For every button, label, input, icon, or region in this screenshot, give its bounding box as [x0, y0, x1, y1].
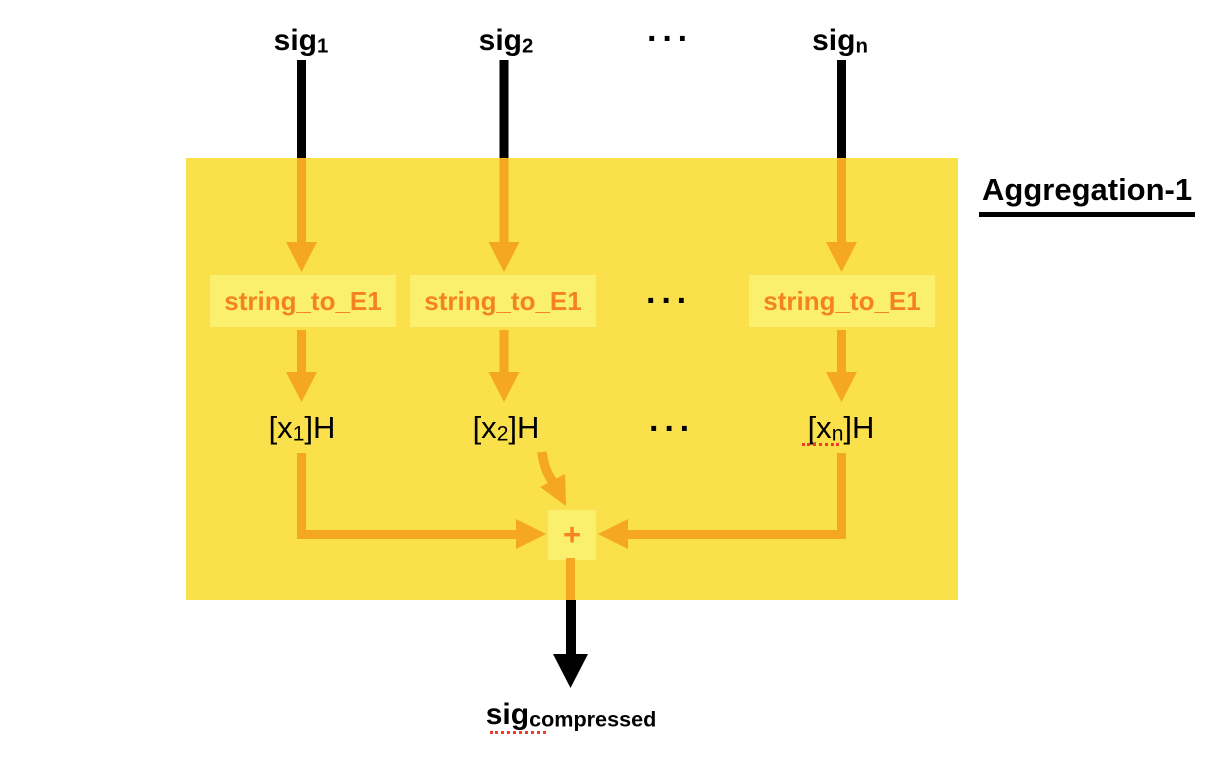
input-label-sign-sub: n: [855, 35, 868, 58]
diagram-title-wrap: Aggregation-1: [979, 172, 1196, 217]
spellcheck-underline-sig: [490, 731, 546, 734]
point-label-x2-sub: 2: [496, 422, 509, 446]
plus-aggregator-node: +: [548, 510, 596, 560]
point-label-x1: [x1]H: [268, 410, 336, 446]
input-label-sig2: sig2: [479, 24, 534, 58]
output-label-sig-compressed: sigcompressed: [486, 698, 657, 731]
ellipsis-points-row: ···: [649, 410, 695, 448]
hash-node-2: string_to_E1: [410, 275, 596, 327]
point-label-x1-post: ]H: [304, 410, 336, 445]
output-label-sub: compressed: [529, 706, 657, 732]
diagram-title: Aggregation-1: [979, 172, 1196, 217]
hash-node-2-label: string_to_E1: [424, 285, 582, 316]
point-label-xn-post: ]H: [843, 410, 875, 445]
output-label-base: sig: [485, 698, 530, 731]
hash-node-1: string_to_E1: [210, 275, 396, 327]
input-label-sig2-base: sig: [478, 24, 523, 57]
point-label-x1-sub: 1: [292, 422, 305, 446]
spellcheck-underline-xn: [802, 443, 839, 446]
input-label-sig2-sub: 2: [522, 35, 534, 58]
input-label-sign: sign: [812, 24, 868, 58]
plus-sign: +: [562, 517, 582, 552]
ellipsis-top: ···: [647, 20, 693, 58]
input-label-sig1-base: sig: [273, 24, 318, 57]
hash-node-3-label: string_to_E1: [763, 285, 921, 316]
point-label-x1-pre: [x: [268, 410, 293, 445]
hash-node-1-label: string_to_E1: [224, 285, 382, 316]
point-label-xn-sub: n: [831, 422, 844, 446]
input-label-sig1-sub: 1: [317, 35, 329, 58]
ellipsis-middle: ···: [646, 282, 692, 320]
hash-node-3: string_to_E1: [749, 275, 935, 327]
point-label-x2-post: ]H: [508, 410, 540, 445]
input-label-sign-base: sig: [812, 24, 856, 57]
point-label-x2: [x2]H: [472, 410, 540, 446]
point-label-xn-pre: [x: [807, 410, 832, 445]
point-label-xn: [xn]H: [807, 410, 875, 446]
point-label-x2-pre: [x: [472, 410, 497, 445]
input-label-sig1: sig1: [274, 24, 329, 58]
